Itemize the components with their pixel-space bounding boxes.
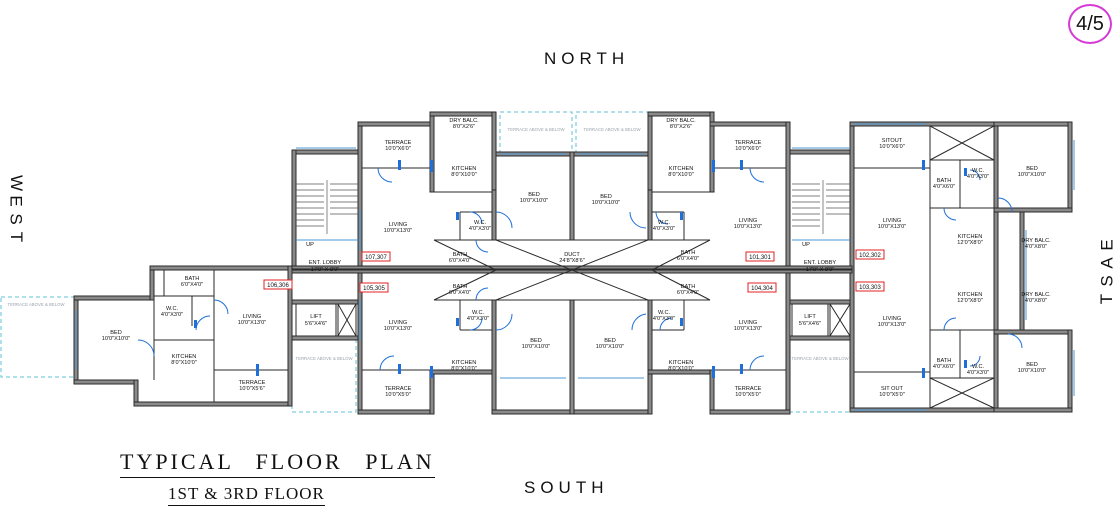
wc-n2-label: W.C.4'0"X3'0" <box>653 220 675 232</box>
wc-n1-label: W.C.4'0"X3'0" <box>469 220 491 232</box>
room-labels: DRY BALC.8'0"X2'6" DRY BALC.8'0"X2'6" TE… <box>102 118 1051 398</box>
terrace-above-label: TERRACE ABOVE & BELOW <box>507 127 565 132</box>
unit-tag: 104,304 <box>751 286 773 292</box>
wc-s2-label: W.C.4'0"X3'0" <box>653 310 675 322</box>
wc-s1-label: W.C.4'0"X3'0" <box>467 310 489 322</box>
dry-balc-ne-label: DRY BALC.8'0"X2'6" <box>666 118 696 130</box>
unit-tag: 106,306 <box>267 283 289 289</box>
terrace-above-labels: TERRACE ABOVE & BELOW TERRACE ABOVE & BE… <box>7 127 849 361</box>
up-w-label: UP <box>306 242 314 248</box>
doors <box>137 167 1023 371</box>
interior-partitions <box>153 125 995 409</box>
up-e-label: UP <box>802 242 810 248</box>
plan-subtitle: 1ST & 3RD FLOOR <box>168 484 325 506</box>
unit-tag: 105,305 <box>363 286 385 292</box>
windows <box>75 123 1075 411</box>
terrace-above-label: TERRACE ABOVE & BELOW <box>583 127 641 132</box>
terrace-above-label: TERRACE ABOVE & BELOW <box>295 356 353 361</box>
blue-markers <box>194 160 967 378</box>
unit-tag: 107,307 <box>365 255 387 261</box>
sheet-number-badge: 4/5 <box>1068 4 1112 44</box>
dry-balc-nw-label: DRY BALC.8'0"X2'6" <box>449 118 479 130</box>
south-label: SOUTH <box>524 478 609 497</box>
east-wc-s-label: W.C.4'0"X3'0" <box>967 364 989 376</box>
outer-walls <box>73 111 1073 415</box>
plan-title: TYPICAL FLOOR PLAN <box>120 449 435 478</box>
terrace-above-label: TERRACE ABOVE & BELOW <box>7 302 65 307</box>
unit-tag: 101,301 <box>749 255 771 261</box>
terrace-above-label: TERRACE ABOVE & BELOW <box>791 356 849 361</box>
east-drybalc-s-label: DRY BALC.4'0"X8'0" <box>1021 292 1051 304</box>
north-label: NORTH <box>544 49 630 68</box>
east-drybalc-n-label: DRY BALC.4'0"X8'0" <box>1021 238 1051 250</box>
terrace-above-below-zones <box>0 111 851 413</box>
unit-tag: 102,302 <box>859 253 881 259</box>
east-wc-n-label: W.C.4'0"X3'0" <box>967 168 989 180</box>
west-wc-label: W.C.4'0"X3'0" <box>161 306 183 318</box>
unit-tag: 103,303 <box>859 285 881 291</box>
unit-number-tags: 106,306 107,307 105,305 101,301 104,304 … <box>263 249 885 293</box>
